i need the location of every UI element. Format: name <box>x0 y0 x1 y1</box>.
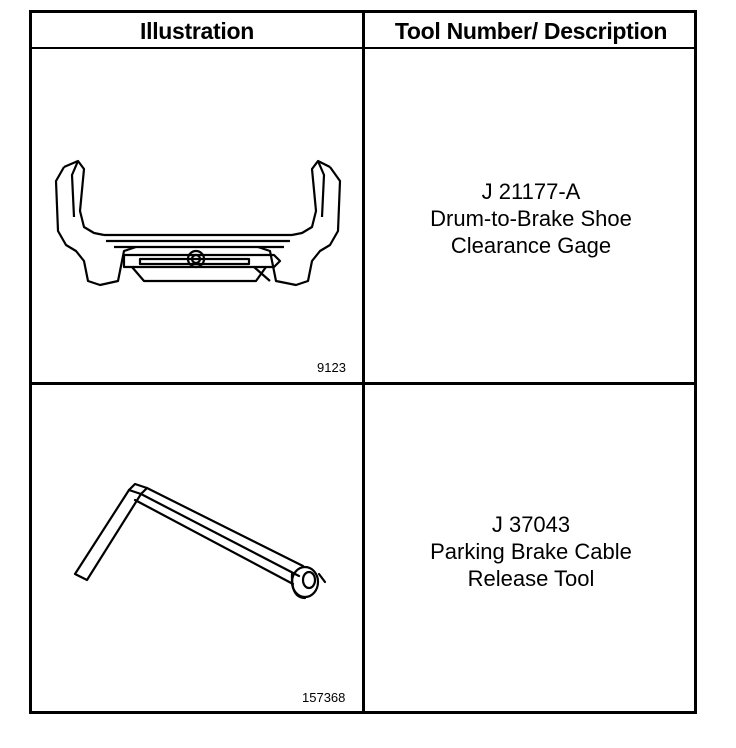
tool-description-1: J 21177-A Drum-to-Brake Shoe Clearance G… <box>365 178 697 259</box>
column-divider <box>362 13 365 711</box>
description-line: Parking Brake Cable <box>430 539 632 564</box>
clearance-gage-illustration <box>54 159 342 287</box>
description-line: Drum-to-Brake Shoe <box>430 206 632 231</box>
description-line: Clearance Gage <box>450 233 612 258</box>
header-tool-description: Tool Number/ Description <box>394 18 668 44</box>
tool-number: J 37043 <box>491 512 571 537</box>
cable-release-tool-illustration <box>73 482 327 600</box>
header-illustration: Illustration <box>140 18 254 44</box>
figure-number: 9123 <box>317 360 346 375</box>
tool-number: J 21177-A <box>481 179 581 204</box>
tool-table: Illustration Tool Number/ Description <box>29 10 697 714</box>
description-line: Release Tool <box>467 566 595 591</box>
row-divider <box>32 382 694 385</box>
tool-description-2: J 37043 Parking Brake Cable Release Tool <box>365 511 697 592</box>
figure-number: 157368 <box>302 690 346 705</box>
header-divider <box>32 47 694 49</box>
